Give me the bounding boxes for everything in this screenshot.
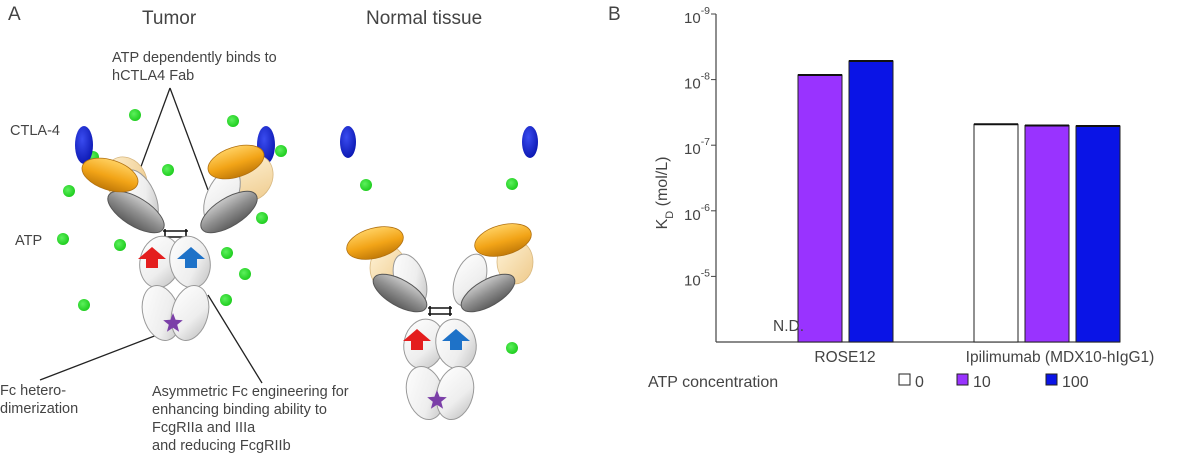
ylabel-unit: (mol/L) (654, 157, 671, 211)
panel-b-letter: B (608, 4, 621, 25)
y-tick-label: 10-5 (684, 267, 710, 289)
callout-line-atp-right (169, 87, 209, 191)
callout-fc-heterodimer-line2: dimerization (0, 401, 78, 417)
atp-dot (256, 212, 268, 224)
fab-heavy-normal-left (372, 273, 428, 313)
fab-heavy-normal-right (460, 273, 516, 313)
tumor-header: Tumor (142, 8, 197, 29)
legend-swatch-0 (898, 373, 911, 386)
fab-heavy-left (107, 190, 165, 234)
star-icon (163, 313, 183, 332)
ctla4-normal-right (522, 126, 538, 158)
legend-label-0: 0 (915, 374, 924, 391)
chart-bars (797, 59, 1121, 343)
fab-variable-normal-left (346, 226, 404, 260)
panel-b: B KD (mol/L) 10-9 10-8 10-7 10-6 10-5 ROSE12… (608, 4, 1154, 391)
arrow-blue-icon (442, 329, 470, 350)
y-tick-label: 10-9 (684, 5, 710, 27)
atp-dot (506, 178, 518, 190)
ctla4-label: CTLA-4 (10, 123, 60, 139)
fab-variable-normal-right (474, 223, 532, 257)
bar-ipilimumab-atp-0 (973, 123, 1019, 343)
legend: ATP concentration 0 10 100 (648, 373, 1089, 391)
atp-dot (57, 233, 69, 245)
fab-variable-right (207, 144, 265, 180)
atp-molecules-tumor (57, 109, 287, 311)
callout-asymmetric-fc-line3: FcgRIIa and IIIa (152, 420, 256, 436)
callout-asymmetric-fc-line4: and reducing FcgRIIb (152, 438, 291, 454)
callout-atp-binding-line2: hCTLA4 Fab (112, 68, 194, 84)
bar-rose12-atp-100 (848, 60, 894, 343)
normal-tissue-group (340, 126, 538, 420)
legend-label-100: 100 (1062, 374, 1089, 391)
y-tick-label: 10-6 (684, 202, 710, 224)
ylabel-sub: D (664, 211, 676, 219)
atp-dot (162, 164, 174, 176)
atp-dot (78, 299, 90, 311)
svg-text:KD (mol/L): KD (mol/L) (654, 157, 676, 230)
callout-fc-heterodimer-line1: Fc hetero- (0, 383, 66, 399)
bar-ipilimumab-atp-10 (1024, 124, 1070, 343)
arrow-blue-icon (177, 247, 205, 268)
ylabel-main: K (654, 218, 671, 229)
ctla4-normal-left (340, 126, 356, 158)
ctla4-left (75, 126, 93, 164)
y-axis-label: KD (mol/L) (654, 157, 676, 230)
atp-dot (506, 342, 518, 354)
category-labels: ROSE12 Ipilimumab (MDX10-hIgG1) (814, 349, 1154, 366)
legend-swatch-100 (1045, 373, 1058, 386)
y-tick-label: 10-8 (684, 71, 710, 93)
fc-ch3-normal-right (435, 366, 475, 420)
not-determined-label: N.D. (773, 318, 804, 335)
callout-lines (39, 87, 263, 384)
atp-dot (275, 145, 287, 157)
panel-a-letter: A (8, 4, 21, 25)
atp-dot (114, 239, 126, 251)
panel-a: A Tumor Normal tissue ATP dependently bi… (0, 4, 538, 454)
callout-asymmetric-fc-line1: Asymmetric Fc engineering for (152, 384, 349, 400)
star-icon (427, 390, 447, 409)
atp-dot (129, 109, 141, 121)
atp-dot (227, 115, 239, 127)
y-ticks: 10-9 10-8 10-7 10-6 10-5 (684, 5, 716, 289)
callout-line-asymmetric (207, 294, 263, 384)
fab-heavy-right (200, 190, 258, 234)
atp-dot (63, 185, 75, 197)
callout-asymmetric-fc-line2: enhancing binding ability to (152, 402, 327, 418)
category-label: ROSE12 (814, 349, 875, 366)
fc-ch3-right (170, 285, 210, 341)
atp-dot (220, 294, 232, 306)
bar-rose12-atp-10 (797, 74, 843, 343)
arrow-red-icon (138, 247, 166, 268)
legend-swatch-10 (956, 373, 969, 386)
callout-line-fc (39, 329, 171, 381)
atp-dot (360, 179, 372, 191)
category-label: Ipilimumab (MDX10-hIgG1) (966, 349, 1155, 366)
legend-title: ATP concentration (648, 374, 778, 391)
atp-dot (221, 247, 233, 259)
tumor-antibody (75, 126, 275, 341)
atp-label: ATP (15, 233, 42, 249)
fab-variable-left (81, 157, 139, 193)
callout-atp-binding-line1: ATP dependently binds to (112, 50, 277, 66)
callout-line-atp-left (138, 87, 171, 173)
normal-tissue-header: Normal tissue (366, 8, 482, 29)
legend-label-10: 10 (973, 374, 991, 391)
arrow-red-icon (403, 329, 431, 350)
bar-ipilimumab-atp-100 (1075, 125, 1121, 343)
atp-dot (239, 268, 251, 280)
y-tick-label: 10-7 (684, 136, 710, 158)
